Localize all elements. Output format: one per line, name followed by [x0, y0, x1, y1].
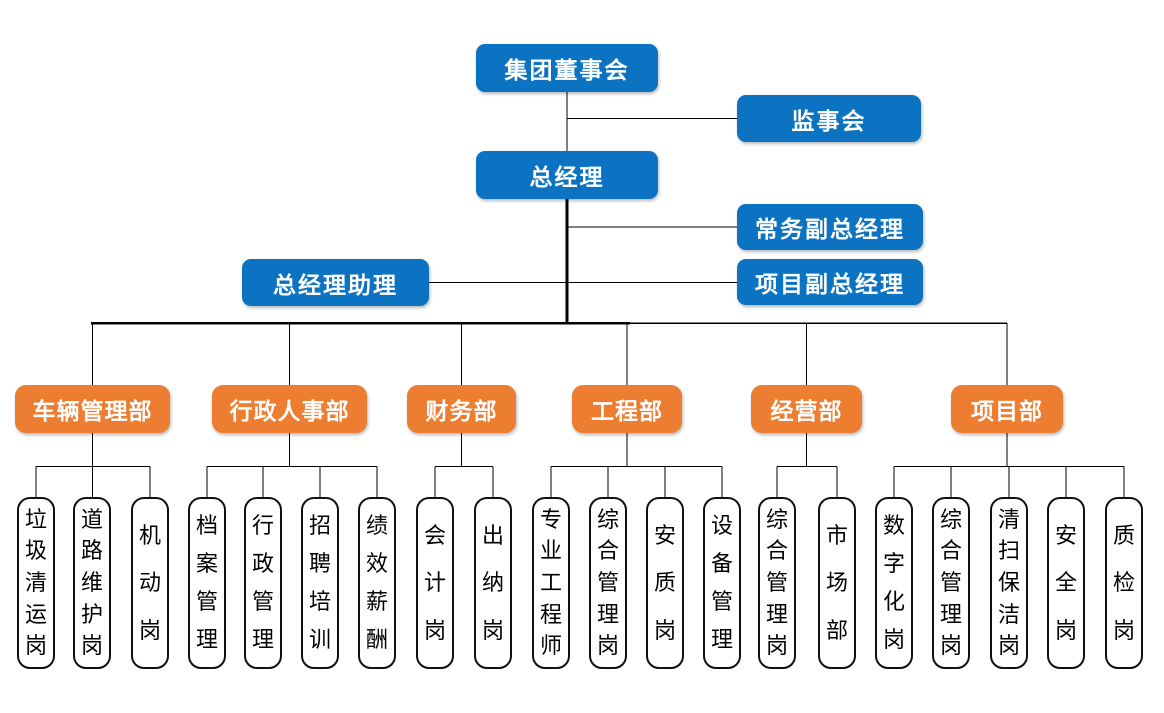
dept-node-vehicle-management: 车辆管理部 — [15, 385, 170, 433]
connector-lines-thick — [91, 199, 630, 325]
position-node-performance-pay: 绩效薪酬 — [358, 497, 396, 669]
position-node-quality-check: 质检岗 — [1105, 497, 1143, 669]
position-node-digitalization: 数字化岗 — [875, 497, 913, 669]
position-node-general-mgmt-ops: 综合管理岗 — [758, 497, 796, 669]
dept-node-admin-hr: 行政人事部 — [212, 385, 367, 433]
org-node-project-deputy-gm: 项目副总经理 — [737, 259, 923, 305]
position-node-safety: 安全岗 — [1047, 497, 1085, 669]
position-node-equipment-mgmt: 设备管理 — [703, 497, 741, 669]
connector-lines-thin — [35, 92, 1125, 499]
position-node-garbage-removal: 垃圾清运岗 — [17, 497, 55, 669]
dept-node-engineering: 工程部 — [572, 385, 682, 433]
org-node-general-manager: 总经理 — [476, 151, 658, 199]
position-node-road-maintenance: 道路维护岗 — [73, 497, 111, 669]
position-node-cleaning: 清扫保洁岗 — [990, 497, 1028, 669]
dept-node-finance: 财务部 — [407, 385, 516, 433]
position-node-cashier: 出纳岗 — [474, 497, 512, 669]
org-node-gm-assistant: 总经理助理 — [242, 259, 429, 306]
org-node-executive-deputy-gm: 常务副总经理 — [737, 204, 923, 250]
position-node-mobile: 机动岗 — [131, 497, 169, 669]
org-node-supervisory-board: 监事会 — [737, 95, 921, 142]
position-node-safety-quality: 安质岗 — [646, 497, 684, 669]
position-node-general-mgmt-prj: 综合管理岗 — [932, 497, 970, 669]
position-node-accountant: 会计岗 — [416, 497, 454, 669]
dept-node-project: 项目部 — [951, 385, 1063, 433]
position-node-pro-engineer: 专业工程师 — [532, 497, 570, 669]
position-node-admin-mgmt: 行政管理 — [244, 497, 282, 669]
position-node-archive-mgmt: 档案管理 — [188, 497, 226, 669]
org-node-board: 集团董事会 — [476, 44, 658, 92]
position-node-general-mgmt-eng: 综合管理岗 — [589, 497, 627, 669]
position-node-market: 市场部 — [818, 497, 856, 669]
position-node-recruit-training: 招聘培训 — [301, 497, 339, 669]
dept-node-operations: 经营部 — [751, 385, 862, 433]
